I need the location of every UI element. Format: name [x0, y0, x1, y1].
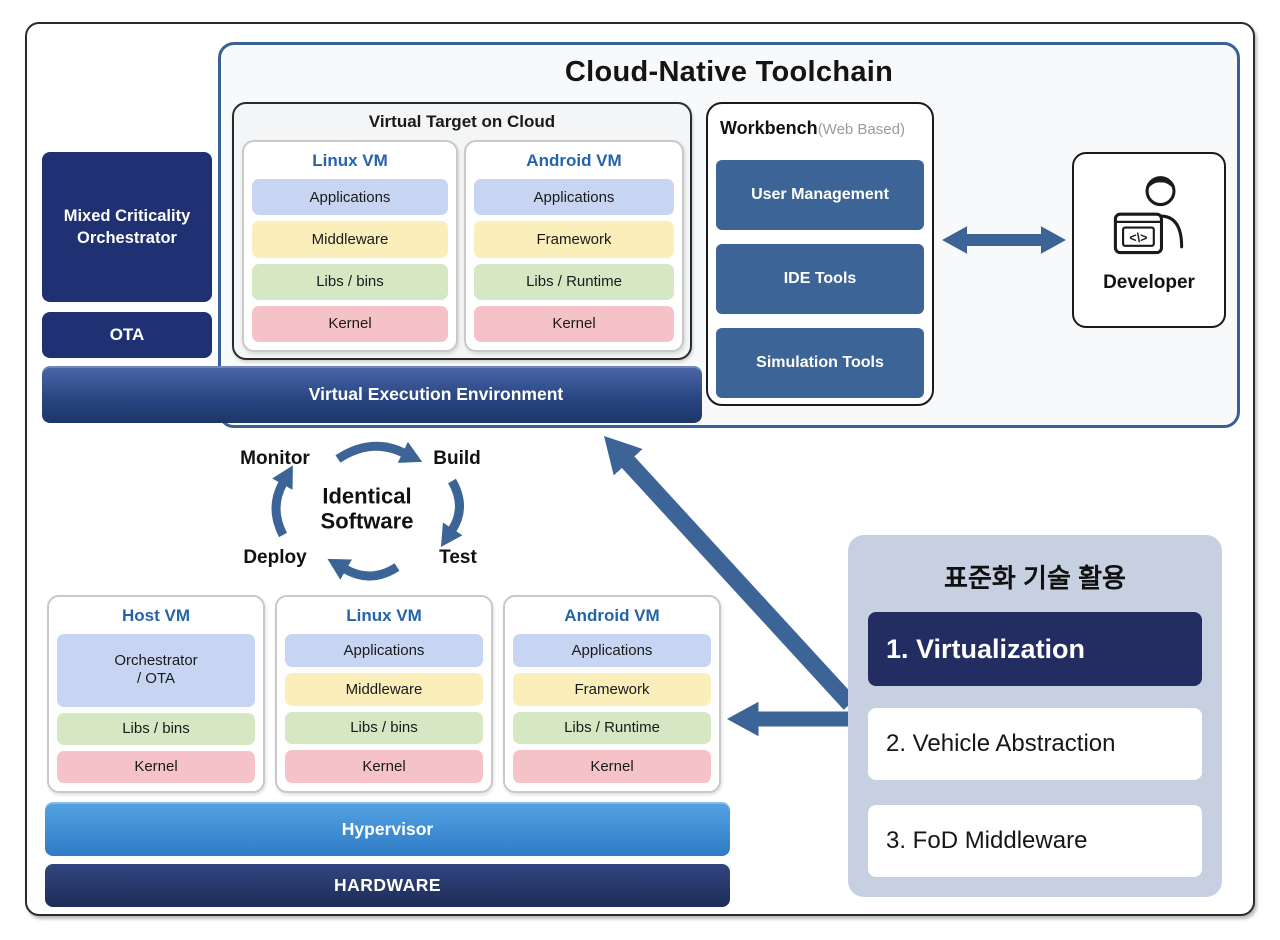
cycle-center-line2: Software: [320, 508, 414, 533]
device-android-vm-title: Android VM: [564, 606, 660, 625]
workbench-tool-simulation-tools: Simulation Tools: [716, 328, 924, 398]
standards-item-vehicle-abstraction: 2. Vehicle Abstraction: [868, 708, 1202, 780]
workbench-subtitle: (Web Based): [817, 121, 905, 138]
layer-libs-bins: Libs / bins: [57, 712, 255, 745]
layer-framework: Framework: [474, 221, 674, 258]
layer-libs-bins: Libs / bins: [285, 711, 483, 745]
standards-item-virtualization: 1. Virtualization: [868, 612, 1202, 686]
device-linux-vm-card: Linux VM Applications Middleware Libs / …: [275, 595, 493, 793]
cycle-center-label: Identical Software: [321, 484, 414, 533]
cloud-linux-vm-title: Linux VM: [312, 151, 388, 170]
layer-libs-bins: Libs / bins: [252, 263, 448, 300]
layer-libs-runtime: Libs / Runtime: [474, 263, 674, 300]
workbench-tool-user-management: User Management: [716, 160, 924, 230]
mixed-criticality-orchestrator-box: Mixed Criticality Orchestrator: [42, 152, 212, 302]
standards-item-fod-middleware: 3. FoD Middleware: [868, 805, 1202, 877]
hypervisor-bar: Hypervisor: [45, 802, 730, 856]
developer-hair: [1147, 176, 1174, 190]
device-linux-vm-title: Linux VM: [346, 606, 422, 625]
layer-orchestrator-ota: Orchestrator / OTA: [57, 634, 255, 707]
layer-kernel: Kernel: [474, 305, 674, 342]
developer-box: <\> Developer: [1072, 152, 1226, 328]
cloud-android-vm-title: Android VM: [526, 151, 622, 170]
developer-code-glyph: <\>: [1129, 231, 1147, 245]
virtual-target-on-cloud-title: Virtual Target on Cloud: [368, 112, 556, 131]
cloud-android-vm-card: Android VM Applications Framework Libs /…: [464, 140, 684, 352]
cloud-linux-vm-card: Linux VM Applications Middleware Libs / …: [242, 140, 458, 352]
device-host-vm-title: Host VM: [122, 606, 190, 625]
cloud-native-toolchain-title: Cloud-Native Toolchain: [564, 56, 894, 88]
layer-kernel: Kernel: [513, 750, 711, 783]
layer-applications: Applications: [474, 179, 674, 216]
developer-icon: <\>: [1113, 176, 1184, 255]
workbench-tool-ide-tools: IDE Tools: [716, 244, 924, 314]
layer-libs-runtime: Libs / Runtime: [513, 711, 711, 745]
layer-applications: Applications: [285, 634, 483, 667]
layer-applications: Applications: [513, 634, 711, 667]
hardware-bar: HARDWARE: [45, 864, 730, 907]
layer-applications: Applications: [252, 179, 448, 216]
virtual-execution-environment-bar: Virtual Execution Environment: [42, 366, 702, 423]
cycle-step-test: Test: [439, 547, 477, 568]
cycle-center-line1: Identical: [322, 483, 412, 509]
ota-box: OTA: [42, 312, 212, 358]
device-android-vm-card: Android VM Applications Framework Libs /…: [503, 595, 721, 793]
workbench-title: Workbench: [720, 118, 818, 138]
cycle-step-deploy: Deploy: [243, 547, 307, 568]
layer-kernel: Kernel: [285, 750, 483, 783]
developer-label: Developer: [1103, 272, 1195, 293]
layer-middleware: Middleware: [285, 672, 483, 706]
layer-framework: Framework: [513, 672, 711, 706]
workbench-title-row: Workbench(Web Based): [720, 118, 926, 139]
layer-kernel: Kernel: [252, 305, 448, 342]
standards-panel-title: 표준화 기술 활용: [944, 563, 1126, 593]
cycle-step-build: Build: [433, 448, 481, 469]
layer-middleware: Middleware: [252, 221, 448, 258]
layer-kernel: Kernel: [57, 750, 255, 783]
device-host-vm-card: Host VM Orchestrator / OTA Libs / bins K…: [47, 595, 265, 793]
cycle-step-monitor: Monitor: [240, 448, 310, 469]
